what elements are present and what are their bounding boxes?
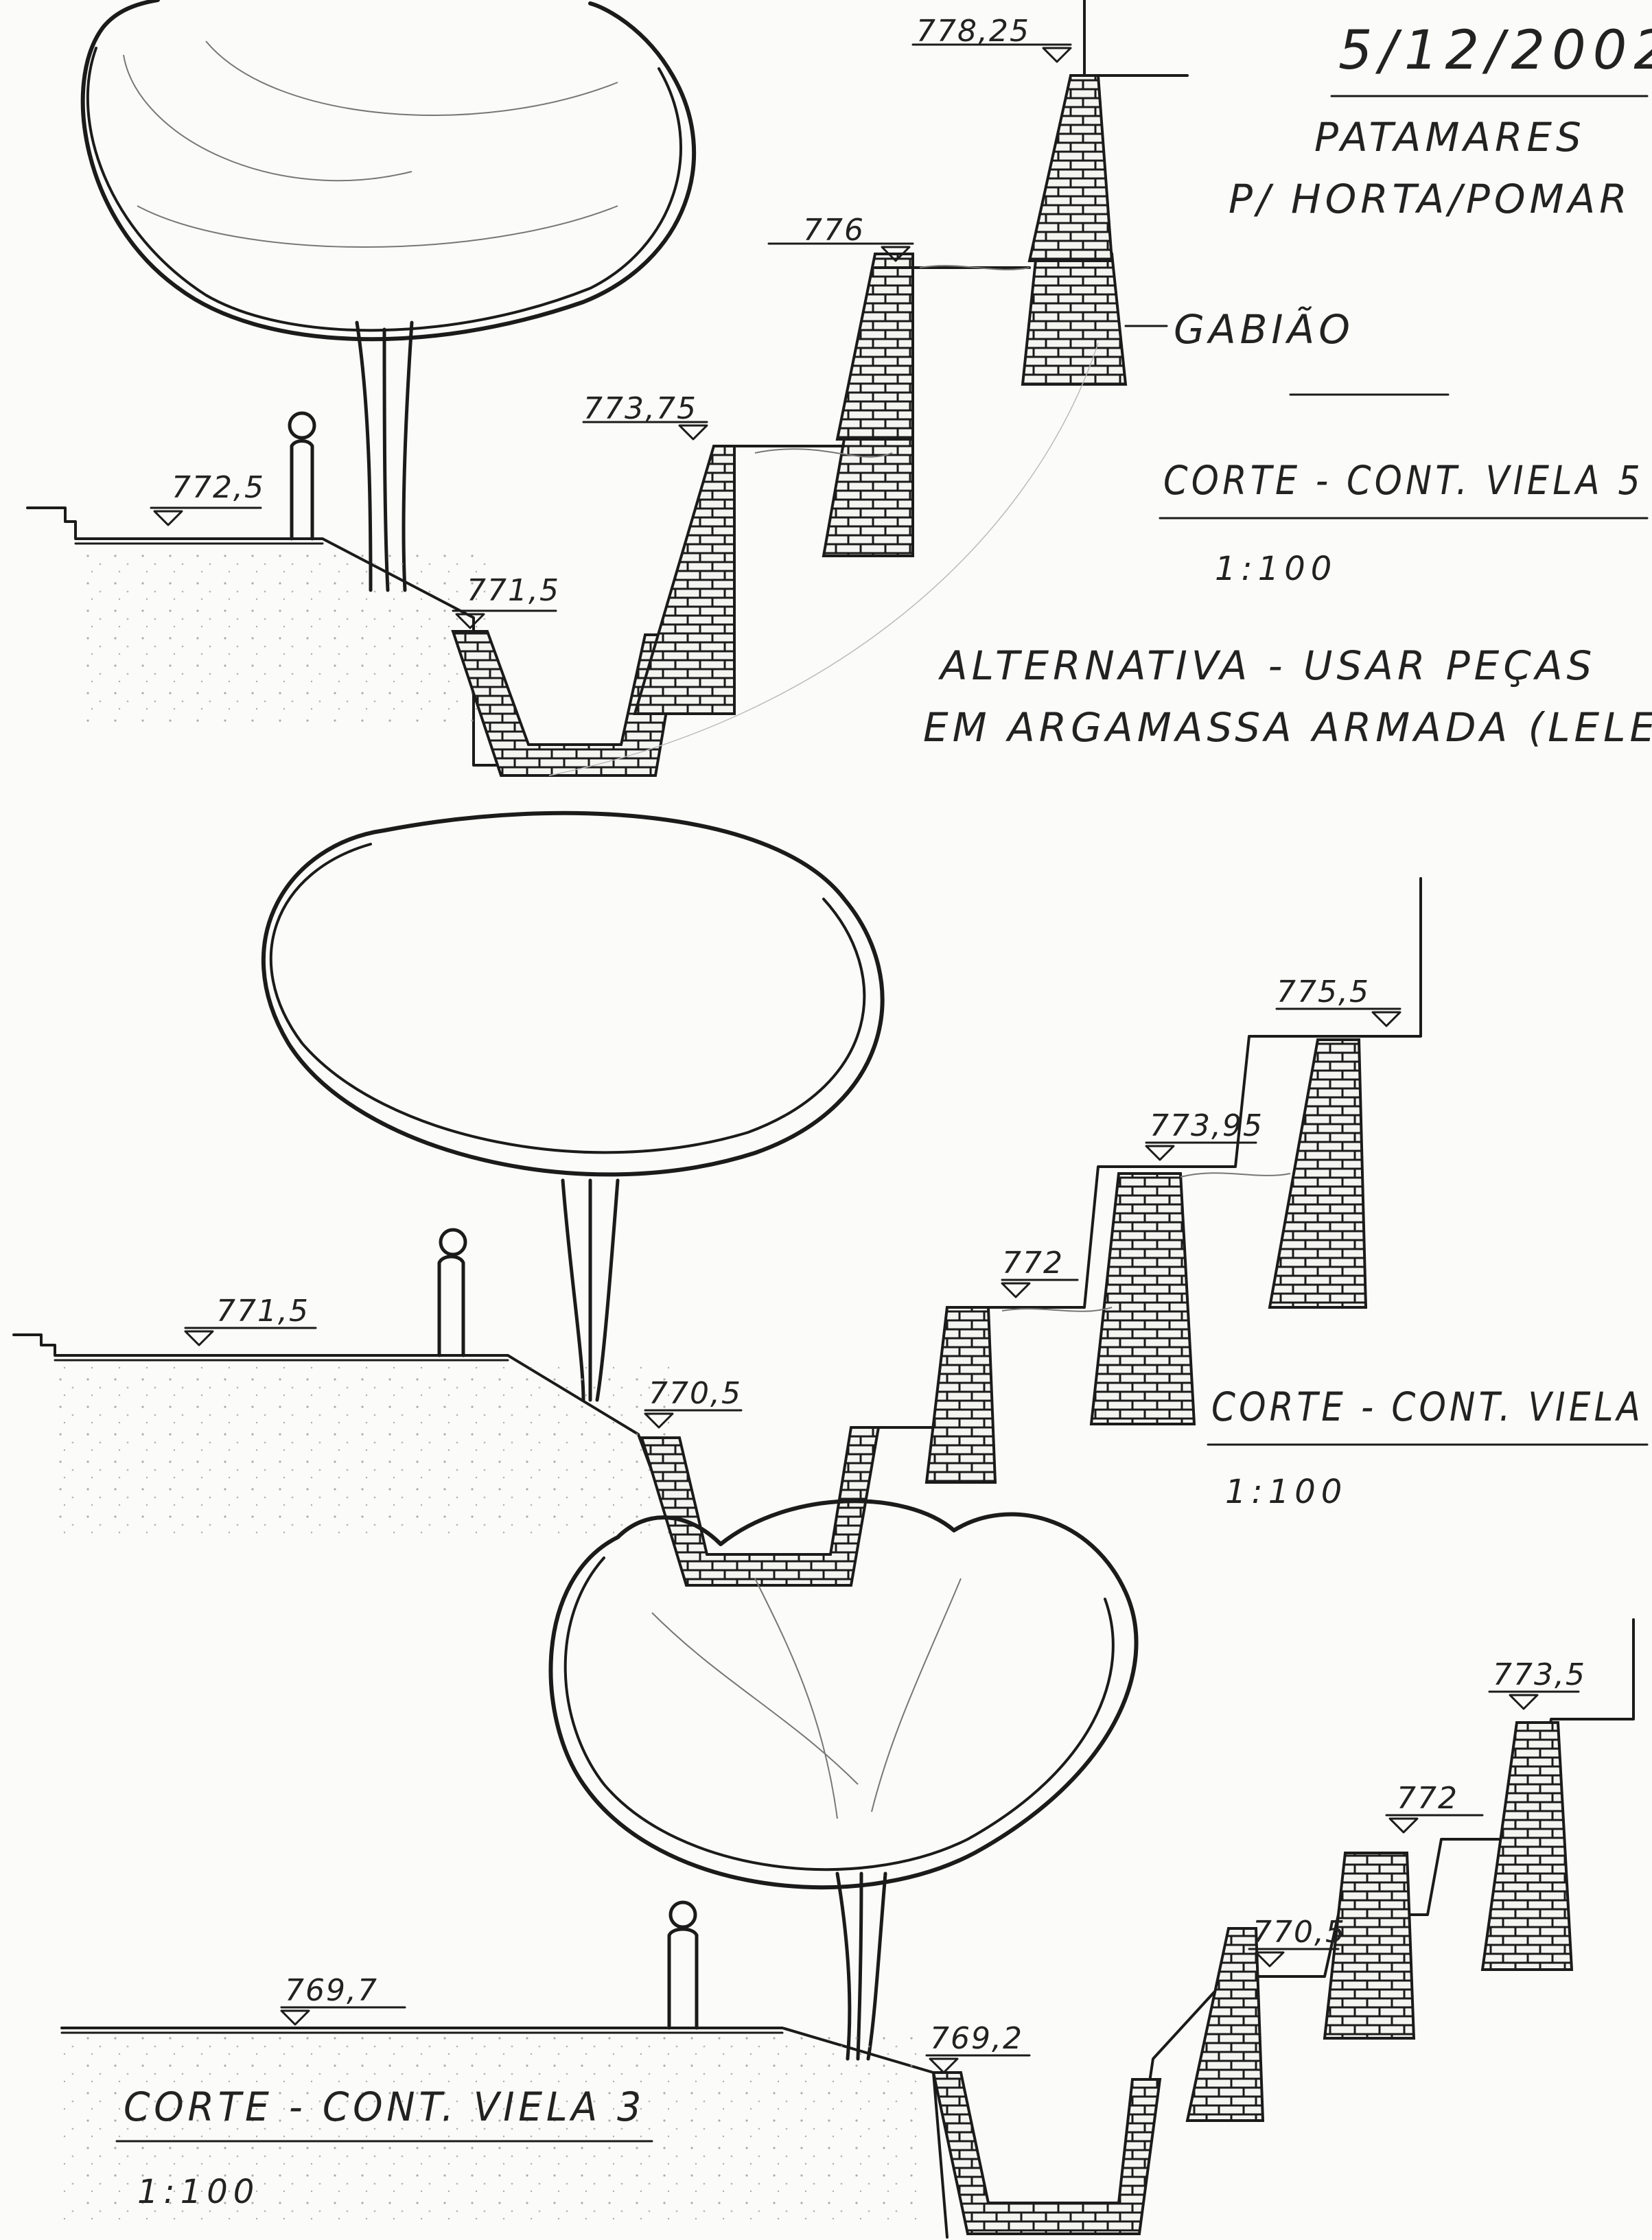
gabiao-label: GABIÃO bbox=[1174, 305, 1354, 353]
elev-viela5-771-5: 771,5 bbox=[467, 573, 560, 608]
elev-viela3-769-7: 769,7 bbox=[285, 1973, 378, 2008]
elev-viela5-772-5: 772,5 bbox=[172, 470, 265, 505]
section-viela5-scale: 1:100 bbox=[1215, 550, 1337, 588]
elev-viela5-773-75: 773,75 bbox=[583, 391, 697, 426]
title-line-1: PATAMARES bbox=[1314, 114, 1585, 161]
elev-viela4-775-5: 775,5 bbox=[1277, 975, 1370, 1010]
elev-viela3-770-5: 770,5 bbox=[1253, 1915, 1346, 1950]
elev-viela4-772: 772 bbox=[1002, 1246, 1064, 1281]
elev-viela4-771-5: 771,5 bbox=[216, 1294, 310, 1329]
sheet-date: 5/12/2002 bbox=[1338, 20, 1652, 82]
section-viela4-scale: 1:100 bbox=[1225, 1473, 1347, 1511]
section-viela4-title: CORTE - CONT. VIELA bbox=[1211, 1384, 1644, 1430]
title-line-2: P/ HORTA/POMAR bbox=[1229, 176, 1631, 222]
elev-viela3-769-2: 769,2 bbox=[930, 2021, 1023, 2056]
elev-viela4-773-95: 773,95 bbox=[1150, 1108, 1264, 1143]
section-viela3-title: CORTE - CONT. VIELA 3 bbox=[124, 2084, 645, 2130]
alternative-line-2: EM ARGAMASSA ARMADA (LELE bbox=[923, 704, 1652, 751]
elev-viela5-778-25: 778,25 bbox=[916, 14, 1030, 49]
section-viela4-drawing bbox=[12, 810, 1422, 1587]
section-viela3-drawing bbox=[60, 1499, 1635, 2239]
elev-viela3-773-5: 773,5 bbox=[1493, 1657, 1586, 1692]
section-viela5-drawing bbox=[26, 0, 1189, 777]
elev-viela3-772: 772 bbox=[1397, 1781, 1458, 1816]
section-viela5-title: CORTE - CONT. VIELA 5 bbox=[1163, 457, 1644, 504]
elev-viela4-770-5: 770,5 bbox=[649, 1376, 742, 1411]
section-viela3-scale: 1:100 bbox=[137, 2173, 259, 2211]
elev-viela5-776: 776 bbox=[803, 213, 865, 248]
alternative-line-1: ALTERNATIVA - USAR PEÇAS bbox=[938, 642, 1596, 689]
